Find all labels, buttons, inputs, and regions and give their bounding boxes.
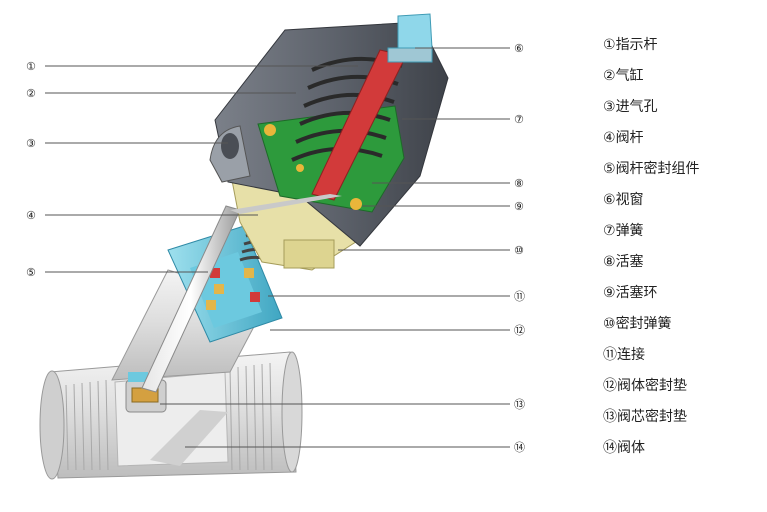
leader-lines (45, 47, 510, 448)
legend-item-10: ⑩密封弹簧 (603, 316, 672, 332)
marker-13: ⑬ (514, 398, 525, 411)
marker-1: ① (26, 60, 36, 73)
marker-7: ⑦ (514, 113, 524, 126)
marker-12: ⑫ (514, 324, 525, 337)
sight-window (387, 13, 433, 63)
legend-item-14: ⑭阀体 (603, 440, 645, 456)
parts-legend: ①指示杆 ②气缸 ③进气孔 ④阀杆 ⑤阀杆密封组件 ⑥视窗 ⑦弹簧 ⑧活塞 ⑨活… (603, 30, 763, 464)
marker-5: ⑤ (26, 266, 36, 279)
marker-11: ⑪ (514, 290, 525, 303)
legend-item-6: ⑥视窗 (603, 192, 644, 208)
marker-4: ④ (26, 209, 36, 222)
legend-item-4: ④阀杆 (603, 130, 644, 146)
legend-item-1: ①指示杆 (603, 37, 658, 53)
marker-9: ⑨ (514, 200, 524, 213)
valve-stem (141, 205, 241, 393)
marker-14: ⑭ (514, 441, 525, 454)
marker-6: ⑥ (514, 42, 524, 55)
marker-2: ② (26, 87, 36, 100)
legend-item-2: ②气缸 (603, 68, 644, 84)
legend-item-5: ⑤阀杆密封组件 (603, 161, 700, 177)
leader-markers: ① ② ③ ④ ⑤ ⑥ ⑦ ⑧ ⑨ ⑩ ⑪ ⑫ ⑬ ⑭ (26, 42, 525, 454)
legend-item-9: ⑨活塞环 (603, 285, 658, 301)
legend-item-7: ⑦弹簧 (603, 223, 644, 239)
legend-item-11: ⑪连接 (603, 347, 645, 363)
marker-8: ⑧ (514, 177, 524, 190)
marker-10: ⑩ (514, 244, 524, 257)
legend-item-13: ⑬阀芯密封垫 (603, 409, 687, 425)
marker-3: ③ (26, 137, 36, 150)
legend-item-3: ③进气孔 (603, 99, 658, 115)
legend-item-12: ⑫阀体密封垫 (603, 378, 687, 394)
legend-item-8: ⑧活塞 (603, 254, 644, 270)
